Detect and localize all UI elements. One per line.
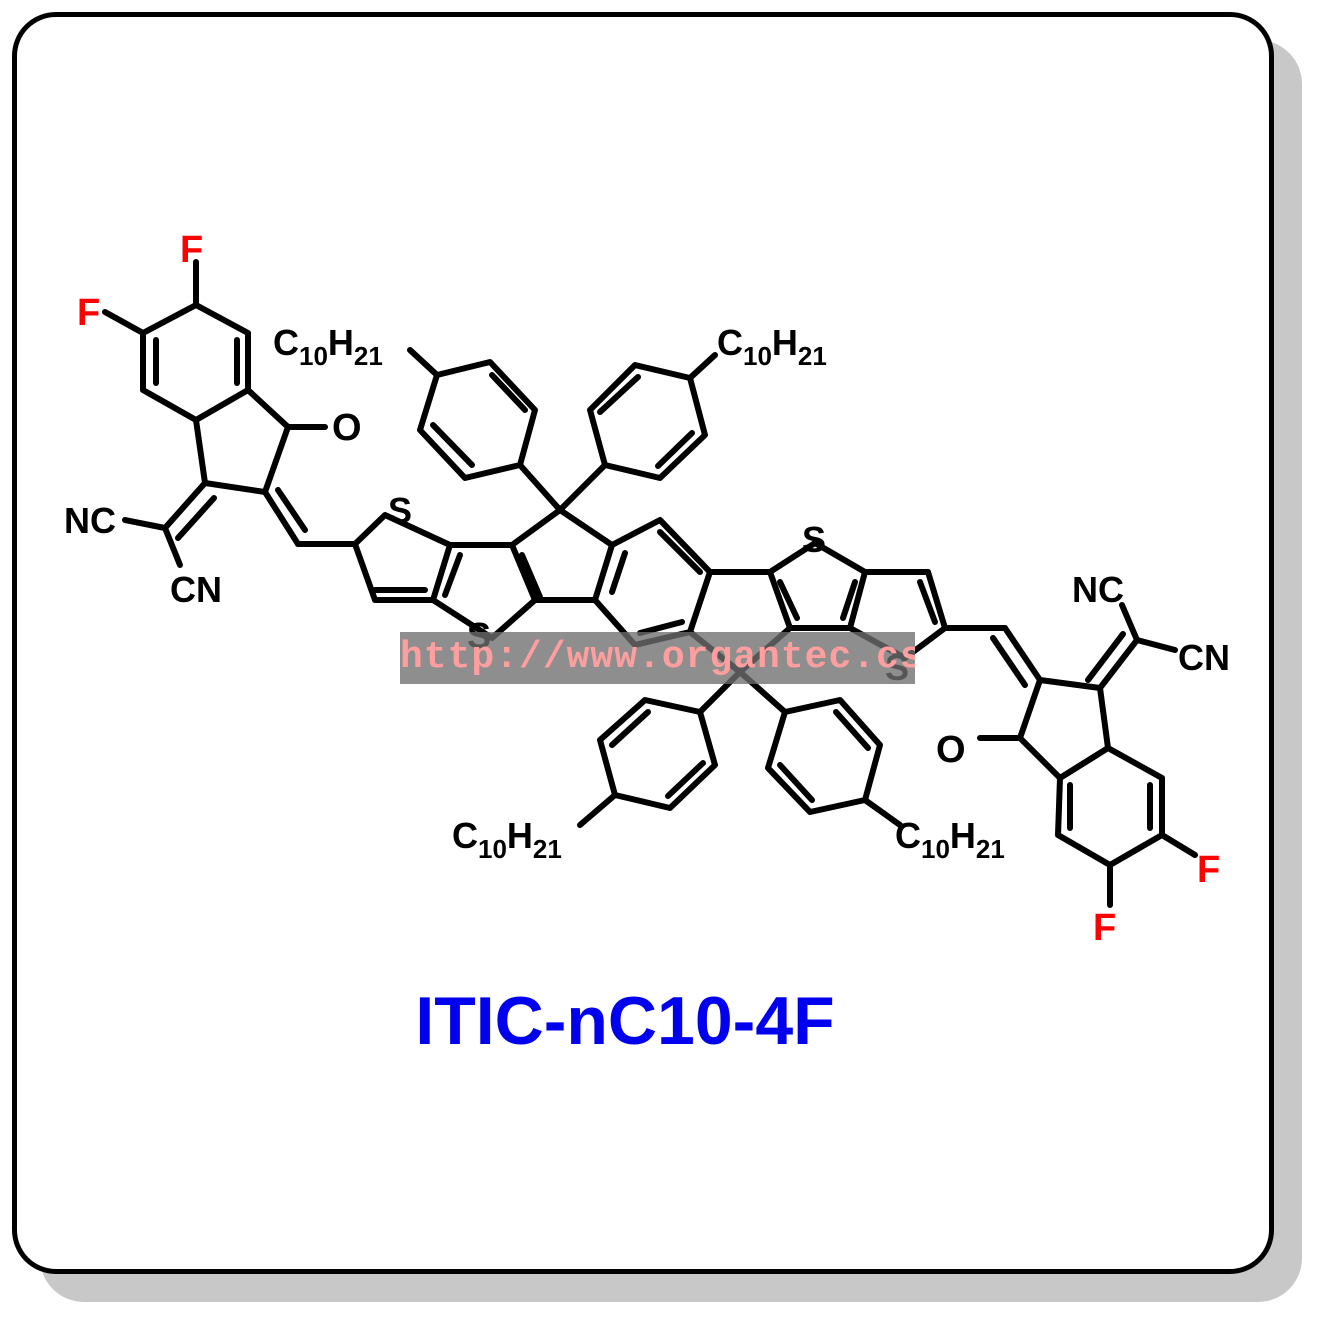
compound-name-caption: ITIC-nC10-4F [415, 983, 835, 1059]
nitrile-label-right-nc: NC [1072, 569, 1124, 610]
alkyl-h: H [328, 322, 354, 363]
alkyl-subscript-10: 10 [299, 341, 328, 371]
alkyl-subscript-10: 10 [478, 834, 507, 864]
alkyl-h: H [950, 815, 976, 856]
nitrile-label-left-cn: CN [170, 569, 222, 610]
alkyl-chain-top-right: C10H21 [717, 322, 827, 371]
alkyl-chain-bottom-right: C10H21 [895, 815, 1005, 864]
alkyl-subscript-21: 21 [798, 341, 827, 371]
alkyl-c: C [895, 815, 921, 856]
alkyl-h: H [772, 322, 798, 363]
svg-text:C10H21: C10H21 [895, 815, 1005, 864]
oxygen-atom-right: O [936, 729, 966, 771]
alkyl-chain-top-left: C10H21 [273, 322, 383, 371]
fluorine-atom-top: F [180, 229, 203, 271]
nitrile-label-right-cn: CN [1178, 637, 1230, 678]
alkyl-subscript-10: 10 [921, 834, 950, 864]
alkyl-subscript-21: 21 [533, 834, 562, 864]
fluorine-atom-bottom: F [1093, 907, 1116, 949]
fluorine-atom-right: F [1197, 849, 1220, 891]
watermark-banner: http://www.organtec.cs [400, 632, 915, 684]
alkyl-chain-bottom-left: C10H21 [452, 815, 562, 864]
svg-text:C10H21: C10H21 [273, 322, 383, 371]
alkyl-subscript-21: 21 [976, 834, 1005, 864]
oxygen-atom-left: O [332, 407, 362, 449]
bonds [102, 259, 1198, 908]
fluorine-atom-left: F [77, 292, 100, 334]
alkyl-c: C [273, 322, 299, 363]
alkyl-c: C [452, 815, 478, 856]
sulfur-atom-right-top: S [802, 519, 826, 560]
alkyl-h: H [507, 815, 533, 856]
svg-text:C10H21: C10H21 [452, 815, 562, 864]
sulfur-atom-left-top: S [388, 490, 412, 531]
atom-labels: F F F F O O S S S S NC CN NC CN C10H21 C… [64, 229, 1230, 949]
alkyl-c: C [717, 322, 743, 363]
alkyl-subscript-10: 10 [743, 341, 772, 371]
alkyl-subscript-21: 21 [354, 341, 383, 371]
svg-text:C10H21: C10H21 [717, 322, 827, 371]
nitrile-label-left-nc: NC [64, 500, 116, 541]
